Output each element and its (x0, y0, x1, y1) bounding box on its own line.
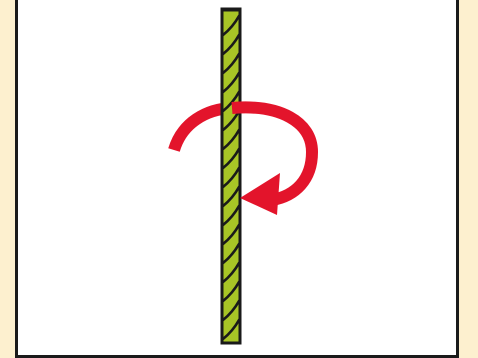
rotation-arrow-head-icon (240, 173, 280, 215)
twisted-rope-icon (222, 9, 240, 343)
